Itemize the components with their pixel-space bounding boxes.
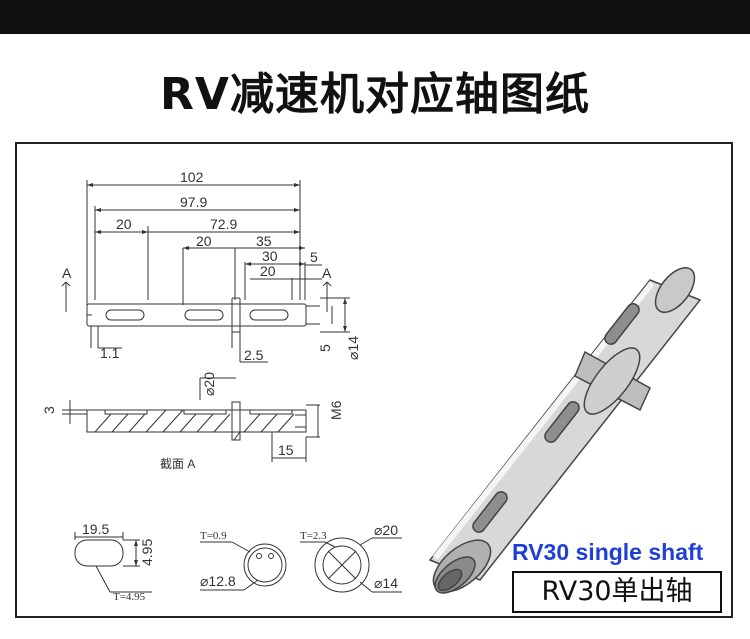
washer-outer-diameter: ⌀20 — [374, 522, 398, 538]
clip-thickness: T=0.9 — [200, 530, 227, 542]
dim-97-9: 97.9 — [180, 194, 207, 210]
dim-3: 3 — [41, 406, 57, 414]
caption-chinese: RV30单出轴 — [512, 571, 722, 613]
dim-102: 102 — [180, 169, 204, 185]
dim-1-1: 1.1 — [100, 345, 120, 361]
section-mark-left: A — [62, 265, 72, 281]
dim-m6: M6 — [328, 400, 344, 420]
drawing-frame — [15, 142, 733, 618]
dim-15: 15 — [278, 442, 294, 458]
dim-5: 5 — [310, 249, 318, 265]
washer-thickness: T=2.3 — [300, 530, 327, 542]
key-length: 19.5 — [82, 521, 109, 537]
dim-20-c: 20 — [260, 263, 276, 279]
dim-2-5: 2.5 — [244, 347, 264, 363]
section-label: 截面 A — [160, 457, 195, 471]
dim-35: 35 — [256, 233, 272, 249]
dim-20-a: 20 — [116, 216, 132, 232]
key-thickness: T=4.95 — [113, 591, 146, 603]
dim-20-b: 20 — [196, 233, 212, 249]
page-title: RV减速机对应轴图纸 — [160, 69, 590, 120]
section-mark-right: A — [322, 265, 332, 281]
key-width: 4.95 — [139, 539, 155, 566]
top-bar — [0, 0, 750, 34]
caption-english: RV30 single shaft — [512, 539, 704, 565]
dim-72-9: 72.9 — [210, 216, 237, 232]
clip-diameter: ⌀12.8 — [200, 573, 236, 589]
dim-dia-14: ⌀14 — [345, 336, 361, 360]
dim-dia-20: ⌀20 — [201, 372, 217, 396]
shaft-illustration — [428, 267, 702, 594]
dim-5-vertical: 5 — [317, 344, 333, 352]
dim-30: 30 — [262, 248, 278, 264]
washer-inner-diameter: ⌀14 — [374, 575, 398, 591]
